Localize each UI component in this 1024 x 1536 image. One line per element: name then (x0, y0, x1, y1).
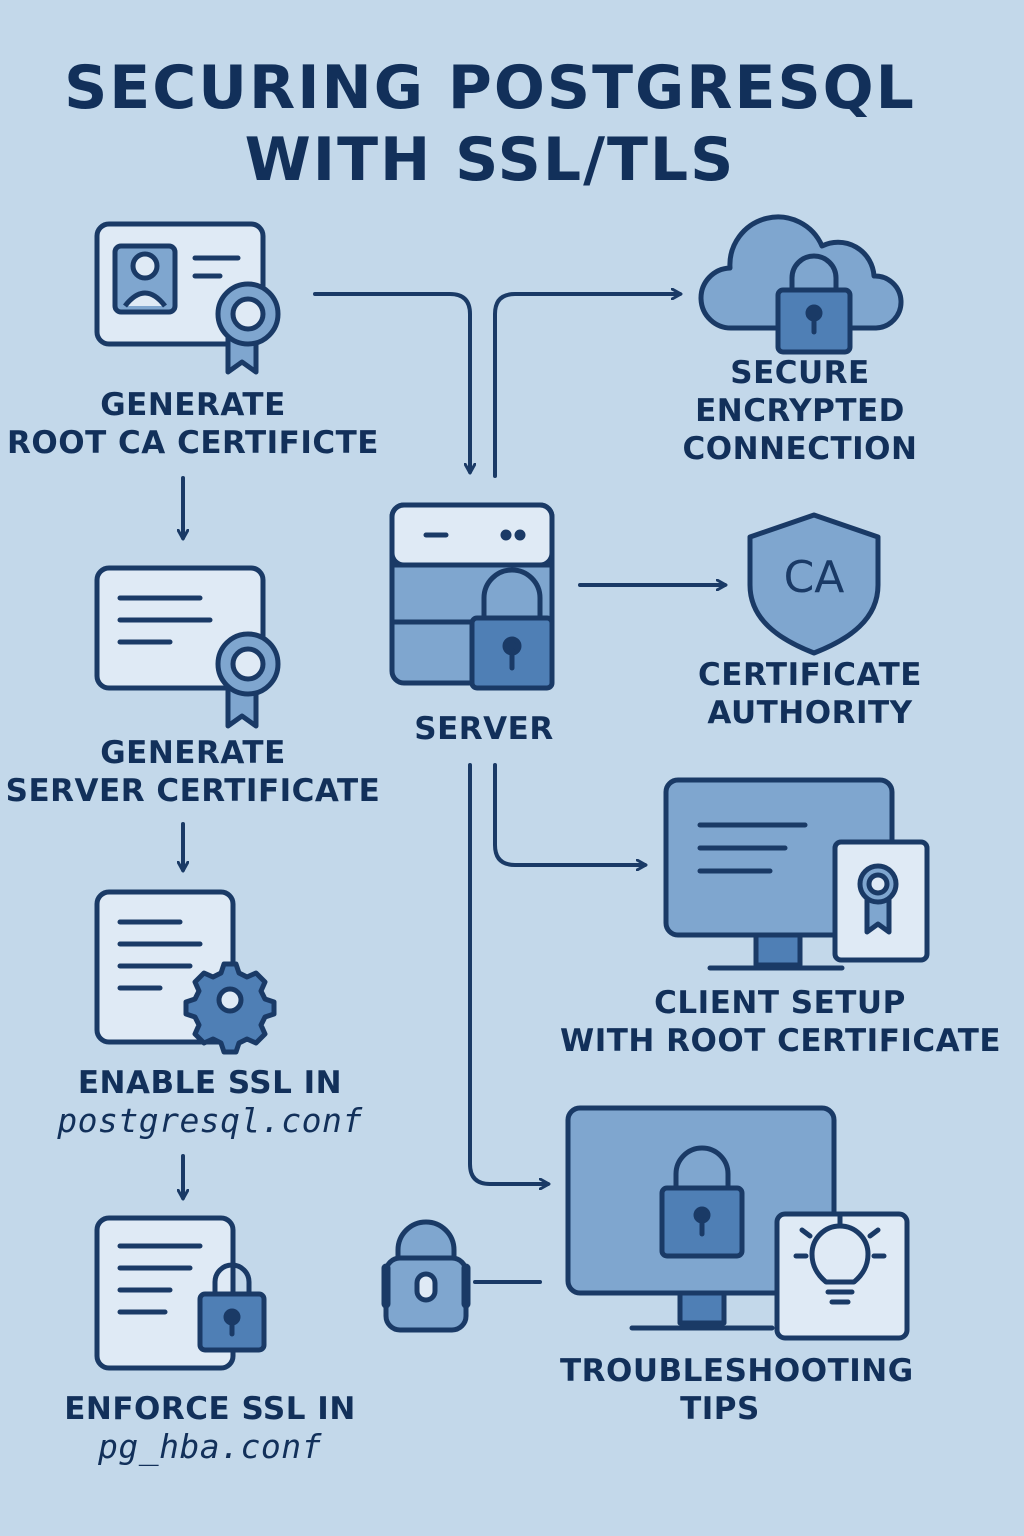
step4-label: ENFORCE SSL IN pg_hba.conf (0, 1390, 420, 1466)
authority-line2: AUTHORITY (707, 695, 913, 731)
step1-line2: ROOT CA CERTIFICTE (7, 425, 379, 461)
server-icon (389, 502, 555, 691)
step3-config-file: postgresql.conf (57, 1101, 363, 1140)
ca-shield-icon: CA (747, 512, 881, 656)
ca-shield-text: CA (784, 552, 845, 603)
client-monitor-icon (663, 777, 930, 971)
id-certificate-icon (94, 221, 281, 375)
tips-line1: TROUBLESHOOTING (560, 1353, 914, 1389)
client-line2: WITH ROOT CERTIFICATE (560, 1023, 1002, 1059)
certificate-authority-label: CERTIFICATE AUTHORITY (680, 656, 940, 732)
tips-line2: TIPS (680, 1391, 760, 1427)
step1-label: GENERATE ROOT CA CERTIFICTE (0, 386, 386, 462)
title-line-2: WITH SSL/TLS (244, 125, 736, 195)
client-setup-label: CLIENT SETUP WITH ROOT CERTIFICATE (560, 984, 1002, 1060)
authority-line1: CERTIFICATE (698, 657, 922, 693)
server-label: SERVER (414, 711, 554, 747)
page-title: SECURING POSTGRESQL WITH SSL/TLS (0, 52, 980, 196)
step3-label: ENABLE SSL IN postgresql.conf (0, 1064, 420, 1140)
arrow-rootca-to-server (313, 292, 470, 472)
connector-lines (313, 292, 725, 1284)
secure-line1: SECURE (730, 355, 870, 391)
step4-line1: ENFORCE SSL IN (64, 1391, 356, 1427)
padlock-icon (381, 1219, 471, 1333)
step2-label: GENERATE SERVER CERTIFICATE (0, 734, 386, 810)
step4-config-file: pg_hba.conf (97, 1427, 323, 1466)
secure-connection-label: SECURE ENCRYPTED CONNECTION (660, 354, 940, 468)
client-line1: CLIENT SETUP (654, 985, 906, 1021)
secure-line3: CONNECTION (682, 431, 918, 467)
arrow-server-to-client (493, 763, 645, 865)
step3-line1: ENABLE SSL IN (77, 1065, 343, 1101)
config-lock-icon (94, 1215, 267, 1371)
step2-line1: GENERATE (100, 735, 286, 771)
config-gear-icon (94, 889, 277, 1055)
secure-line2: ENCRYPTED (695, 393, 905, 429)
cloud-lock-icon (698, 214, 904, 355)
server-certificate-icon (94, 565, 281, 729)
arrow-server-to-tips (468, 763, 548, 1184)
step1-line1: GENERATE (100, 387, 286, 423)
troubleshooting-label: TROUBLESHOOTING TIPS (560, 1352, 914, 1428)
lightbulb-icon (793, 1211, 887, 1305)
troubleshooting-monitor-icon (565, 1105, 910, 1341)
title-line-1: SECURING POSTGRESQL (64, 53, 916, 123)
step2-line2: SERVER CERTIFICATE (5, 773, 381, 809)
arrow-server-to-secure (493, 294, 680, 478)
